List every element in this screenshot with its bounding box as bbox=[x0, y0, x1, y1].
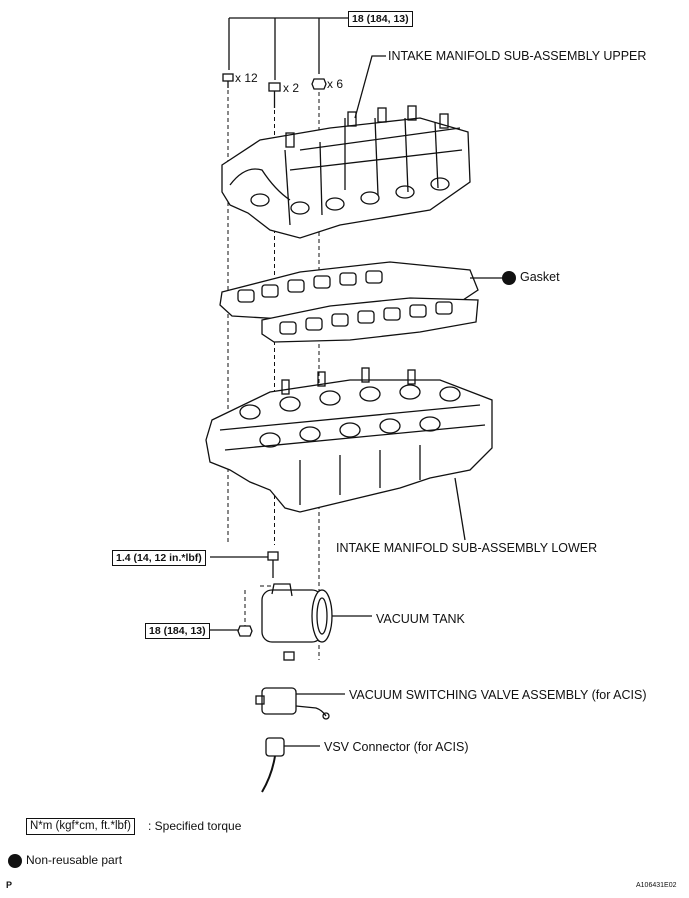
fastener-qty-6: x 6 bbox=[327, 77, 344, 91]
top-torque-bracket bbox=[228, 17, 348, 80]
nut-tank-icon bbox=[210, 625, 295, 661]
non-reusable-dot-icon bbox=[8, 853, 22, 868]
figure-id: A106431E02 bbox=[636, 882, 677, 889]
label-vsv-assembly: VACUUM SWITCHING VALVE ASSEMBLY (for ACI… bbox=[349, 688, 647, 702]
gasket-icon bbox=[219, 261, 505, 343]
torque-spec-top: 18 (184, 13) bbox=[348, 11, 413, 27]
legend-nonreusable: Non-reusable part bbox=[8, 853, 122, 868]
bolt-x12-icon bbox=[222, 73, 234, 88]
intake-manifold-lower-icon bbox=[205, 367, 493, 541]
label-upper-manifold: INTAKE MANIFOLD SUB-ASSEMBLY UPPER bbox=[388, 49, 647, 63]
label-lower-manifold: INTAKE MANIFOLD SUB-ASSEMBLY LOWER bbox=[336, 541, 598, 555]
label-vsv-connector: VSV Connector (for ACIS) bbox=[324, 740, 469, 754]
bolt-x2-icon bbox=[268, 82, 281, 108]
label-gasket: Gasket bbox=[502, 270, 560, 285]
torque-spec-small-bolt: 1.4 (14, 12 in.*lbf) bbox=[112, 550, 206, 566]
intake-manifold-upper-icon bbox=[221, 105, 471, 239]
torque-spec-tank-nut: 18 (184, 13) bbox=[145, 623, 210, 639]
corner-letter: P bbox=[6, 880, 13, 890]
non-reusable-dot-icon bbox=[502, 270, 516, 285]
bolt-small-icon bbox=[210, 551, 279, 578]
legend-torque-text: : Specified torque bbox=[148, 819, 242, 833]
label-vacuum-tank: VACUUM TANK bbox=[376, 612, 465, 626]
fastener-qty-2: x 2 bbox=[283, 81, 300, 95]
vacuum-tank-icon bbox=[261, 583, 372, 643]
fastener-qty-12: x 12 bbox=[235, 71, 258, 85]
upper-leader bbox=[354, 55, 386, 119]
nut-x6-icon bbox=[311, 78, 327, 90]
vsv-icon bbox=[255, 687, 345, 720]
legend-torque-box: N*m (kgf*cm, ft.*lbf) bbox=[26, 818, 135, 835]
connector-icon bbox=[261, 737, 320, 793]
